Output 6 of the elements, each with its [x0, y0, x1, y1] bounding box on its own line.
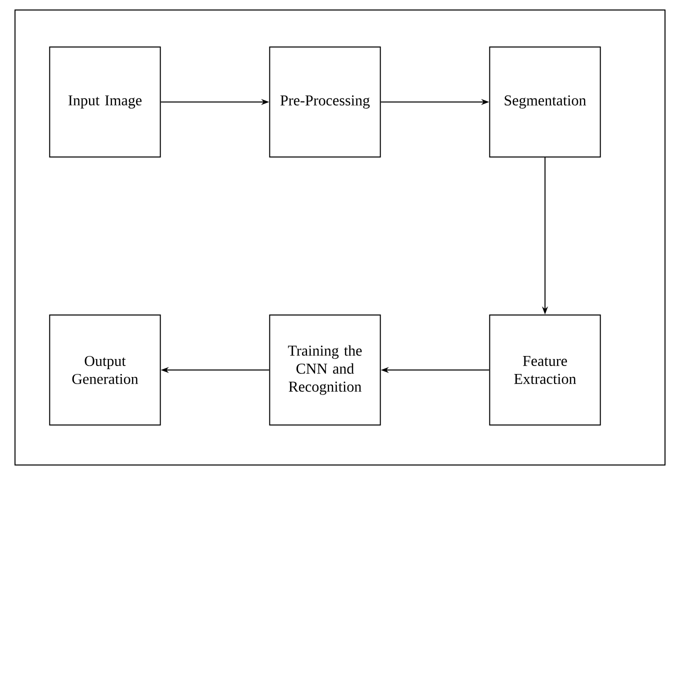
process-box: Segmentation: [489, 46, 601, 158]
process-box: Input Image: [49, 46, 161, 158]
process-box: Pre-Processing: [269, 46, 381, 158]
process-box: Training the CNN and Recognition: [269, 314, 381, 426]
process-box: Output Generation: [49, 314, 161, 426]
process-box: Feature Extraction: [489, 314, 601, 426]
